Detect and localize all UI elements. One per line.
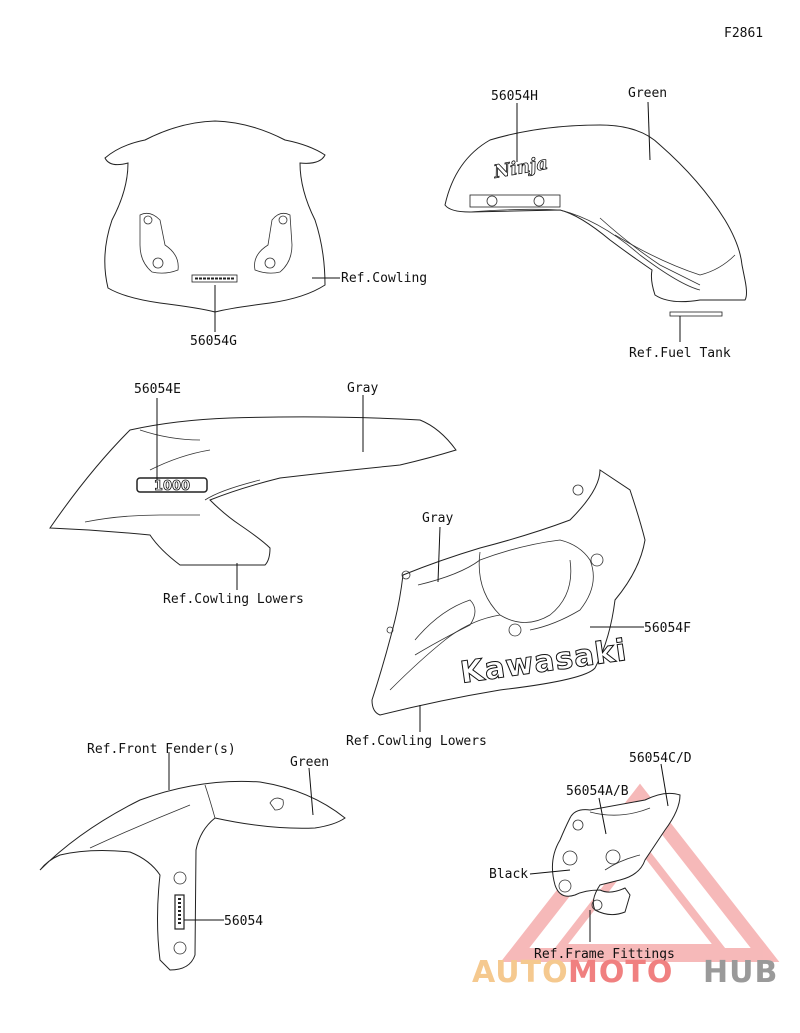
cowling-1000-emblem: 1000 — [154, 479, 190, 494]
cowling-right-ref-label: Ref.Cowling Lowers — [346, 734, 487, 749]
windshield-ref-label: Ref.Cowling — [341, 271, 427, 286]
front-fender-part-number: 56054 — [224, 914, 263, 929]
cowling-right-part-number: 56054F — [644, 621, 691, 636]
watermark-text: AUTO MOTO HUB — [472, 955, 778, 990]
frame-fittings-part — [551, 792, 681, 916]
cowling-right-color-label: Gray — [422, 511, 453, 526]
front-fender-color-label: Green — [290, 755, 329, 770]
svg-text:AUTO: AUTO — [472, 955, 569, 990]
front-fender-part — [39, 780, 346, 971]
windshield-part — [104, 120, 326, 313]
fuel-tank-part-number: 56054H — [491, 89, 538, 104]
fuel-tank-color-label: Green — [628, 86, 667, 101]
figure-id: F2861 — [724, 26, 763, 41]
fuel-tank-part: Ninja — [444, 124, 747, 317]
front-fender-ref-label: Ref.Front Fender(s) — [87, 742, 236, 757]
frame-fittings-color-label: Black — [489, 867, 528, 882]
svg-text:MOTO: MOTO — [568, 955, 673, 990]
frame-fittings-part-number-a: 56054A/B — [566, 784, 629, 799]
cowling-left-part: 1000 — [49, 416, 457, 566]
fuel-tank-ref-label: Ref.Fuel Tank — [629, 346, 731, 361]
frame-fittings-part-number-c: 56054C/D — [629, 751, 692, 766]
cowling-right-part: Kawasaki — [371, 469, 646, 716]
cowling-left-part-number: 56054E — [134, 382, 181, 397]
cowling-left-color-label: Gray — [347, 381, 378, 396]
svg-text:HUB: HUB — [703, 955, 778, 990]
cowling-left-ref-label: Ref.Cowling Lowers — [163, 592, 304, 607]
frame-fittings-ref-label: Ref.Frame Fittings — [534, 947, 675, 962]
windshield-part-number: 56054G — [190, 334, 237, 349]
